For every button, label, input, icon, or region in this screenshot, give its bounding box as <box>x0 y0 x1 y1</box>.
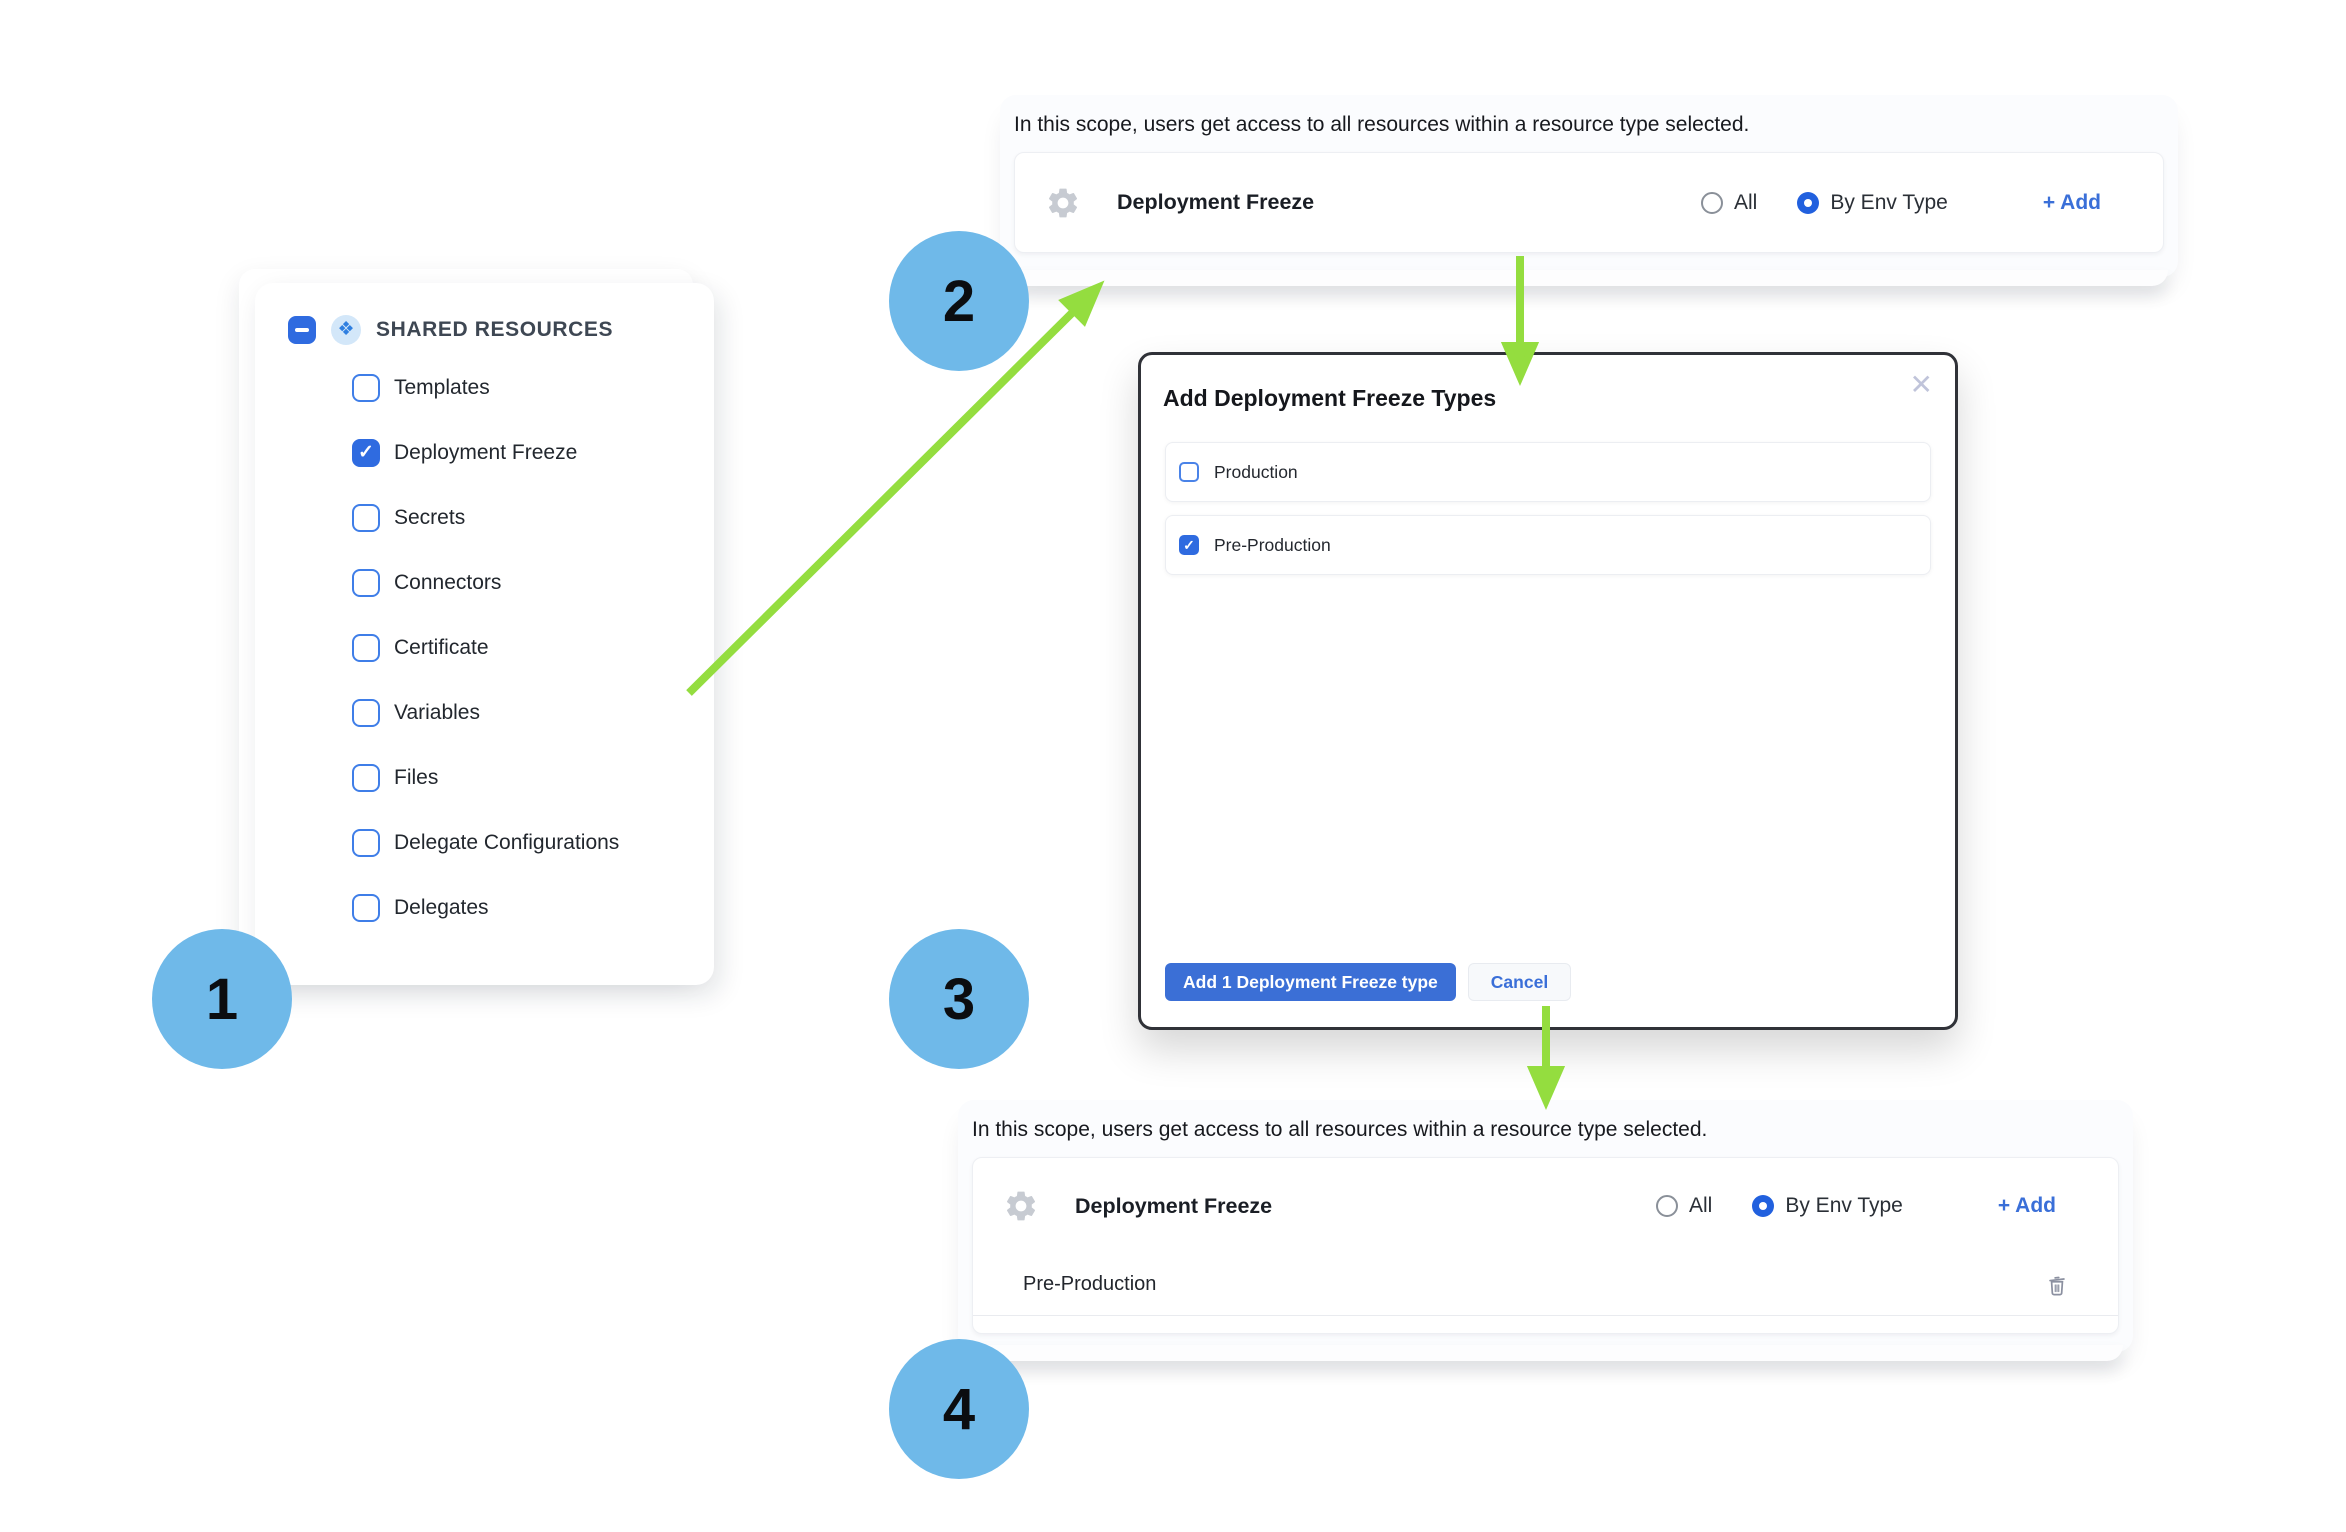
modal-title: Add Deployment Freeze Types <box>1163 385 1497 411</box>
all-radio-label: All <box>1689 1194 1713 1217</box>
radio-option-by-env-type[interactable]: By Env Type <box>1797 191 1948 215</box>
tree-item-templates: Templates <box>352 373 693 403</box>
gear-icon <box>1003 1188 1039 1224</box>
delegates-label: Delegates <box>394 896 489 919</box>
secrets-checkbox[interactable] <box>352 504 380 532</box>
by-env-type-radio-label: By Env Type <box>1830 190 1948 214</box>
resource-type-title: Deployment Freeze <box>1075 1193 1273 1218</box>
gear-icon <box>1045 185 1081 221</box>
add-deployment-freeze-types-modal: Add Deployment Freeze Types ✕ Production… <box>1138 352 1958 1030</box>
selected-type-row: Pre-Production <box>973 1254 2118 1316</box>
templates-label: Templates <box>394 376 490 399</box>
variables-label: Variables <box>394 701 480 724</box>
selected-type-label: Pre-Production <box>1023 1273 1157 1295</box>
files-checkbox[interactable] <box>352 764 380 792</box>
by-env-type-radio-label: By Env Type <box>1785 1194 1903 1217</box>
all-radio[interactable] <box>1701 191 1723 214</box>
tree-item-secrets: Secrets <box>352 503 693 533</box>
shared-resources-header: ❖ SHARED RESOURCES <box>239 269 693 373</box>
resource-scope-panel-before: In this scope, users get access to all r… <box>1000 95 2178 286</box>
deployment-freeze-row: Deployment Freeze All By Env Type + Add <box>1015 153 2163 252</box>
production-label: Production <box>1214 461 1298 482</box>
trash-icon[interactable] <box>2044 1271 2070 1299</box>
freeze-type-row-pre-production[interactable]: Pre-Production <box>1165 515 1931 575</box>
certificate-label: Certificate <box>394 636 489 659</box>
step-4-badge: 4 <box>889 1339 1029 1479</box>
connectors-checkbox[interactable] <box>352 569 380 597</box>
templates-checkbox[interactable] <box>352 374 380 402</box>
tree-item-files: Files <box>352 763 693 793</box>
resource-type-card: Deployment Freeze All By Env Type + Add … <box>972 1157 2119 1334</box>
delegate-configurations-label: Delegate Configurations <box>394 831 620 854</box>
tree-item-delegates: Delegates <box>352 893 693 923</box>
files-label: Files <box>394 766 439 789</box>
deployment-freeze-checkbox[interactable] <box>352 439 380 467</box>
certificate-checkbox[interactable] <box>352 634 380 662</box>
arrow-tree-to-scope <box>686 308 1077 696</box>
secrets-label: Secrets <box>394 506 466 529</box>
shared-resources-icon: ❖ <box>331 315 361 345</box>
modal-footer: Add 1 Deployment Freeze type Cancel <box>1165 963 1572 1001</box>
pre-production-checkbox[interactable] <box>1179 535 1199 555</box>
step-2-badge: 2 <box>889 231 1029 371</box>
resource-type-title: Deployment Freeze <box>1117 190 1315 214</box>
add-link[interactable]: + Add <box>2042 190 2101 214</box>
all-radio-label: All <box>1734 190 1758 214</box>
add-link[interactable]: + Add <box>1997 1194 2056 1217</box>
tree-item-variables: Variables <box>352 698 693 728</box>
scope-radio-group: All By Env Type <box>1701 191 1948 215</box>
shared-resources-title: SHARED RESOURCES <box>376 318 614 341</box>
scope-description: In this scope, users get access to all r… <box>972 1118 1708 1141</box>
tree-item-delegate-configurations: Delegate Configurations <box>352 828 693 858</box>
connectors-label: Connectors <box>394 571 502 594</box>
cancel-button[interactable]: Cancel <box>1467 963 1572 1001</box>
radio-option-all[interactable]: All <box>1701 191 1757 215</box>
all-radio[interactable] <box>1656 1195 1678 1217</box>
by-env-type-radio[interactable] <box>1797 191 1820 214</box>
resource-type-card: Deployment Freeze All By Env Type + Add <box>1014 152 2164 253</box>
resource-scope-panel-after: In this scope, users get access to all r… <box>958 1100 2133 1361</box>
freeze-type-row-production[interactable]: Production <box>1165 442 1931 502</box>
scope-description: In this scope, users get access to all r… <box>1014 113 1750 136</box>
by-env-type-radio[interactable] <box>1752 1195 1775 1217</box>
tree-item-deployment-freeze: Deployment Freeze <box>352 438 693 468</box>
production-checkbox[interactable] <box>1179 462 1199 482</box>
delegates-checkbox[interactable] <box>352 894 380 922</box>
tree-item-certificate: Certificate <box>352 633 693 663</box>
variables-checkbox[interactable] <box>352 699 380 727</box>
pre-production-label: Pre-Production <box>1214 534 1331 555</box>
freeze-type-list: Production Pre-Production <box>1165 442 1931 575</box>
scope-radio-group: All By Env Type <box>1656 1194 1903 1218</box>
radio-option-all[interactable]: All <box>1656 1194 1712 1218</box>
deployment-freeze-row: Deployment Freeze All By Env Type + Add <box>973 1158 2118 1254</box>
arrow-modal-to-scope-head <box>1526 1066 1566 1111</box>
step-3-badge: 3 <box>889 929 1029 1069</box>
step-1-badge: 1 <box>152 929 292 1069</box>
add-freeze-type-button[interactable]: Add 1 Deployment Freeze type <box>1165 963 1456 1001</box>
radio-option-by-env-type[interactable]: By Env Type <box>1752 1194 1903 1218</box>
tree-item-connectors: Connectors <box>352 568 693 598</box>
arrow-tree-to-scope-head <box>1058 280 1105 327</box>
indeterminate-checkbox[interactable] <box>288 316 316 344</box>
shared-resources-panel: ❖ SHARED RESOURCES Templates Deployment … <box>239 269 714 985</box>
delegate-configurations-checkbox[interactable] <box>352 829 380 857</box>
deployment-freeze-label: Deployment Freeze <box>394 441 578 464</box>
close-icon[interactable]: ✕ <box>1909 369 1933 400</box>
